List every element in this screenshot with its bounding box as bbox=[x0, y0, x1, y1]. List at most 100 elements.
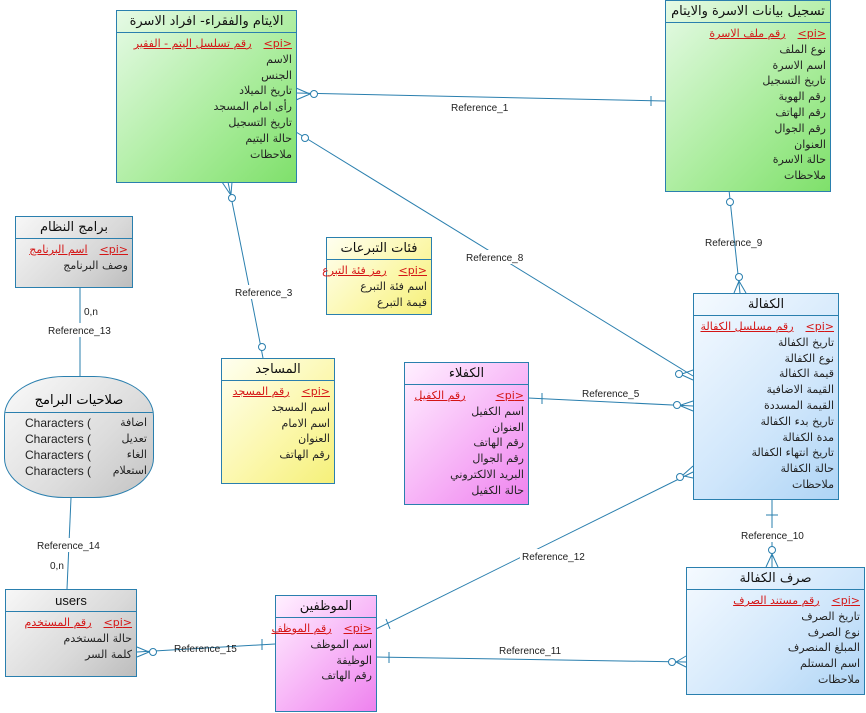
attribute: رقم الجوال bbox=[774, 121, 826, 135]
reference-12-label: Reference_12 bbox=[522, 552, 585, 563]
view-title: صلاحيات البرامج bbox=[5, 377, 153, 413]
view-row: Characters (استعلام bbox=[25, 464, 147, 478]
attribute: كلمة السر bbox=[85, 647, 132, 661]
entity-donation-categories[interactable]: فئات التبرعات رمز فئة التبرع<pi> اسم فئة… bbox=[322, 237, 432, 315]
view-program-permissions[interactable]: صلاحيات البرامج Characters (اضافة Charac… bbox=[4, 376, 154, 498]
attribute: ملاحظات bbox=[250, 147, 292, 161]
attribute: ملاحظات bbox=[784, 169, 826, 183]
attribute: العنوان bbox=[794, 137, 826, 151]
attribute: نوع الصرف bbox=[807, 625, 860, 639]
entity-disbursement[interactable]: صرف الكفالة رقم مستند الصرف<pi> تاريخ ال… bbox=[686, 567, 865, 695]
attribute: رقم الهاتف bbox=[473, 436, 524, 450]
reference-3-line[interactable] bbox=[221, 181, 266, 359]
attribute: قيمة التبرع bbox=[376, 295, 427, 309]
entity-title: تسجيل بيانات الاسرة والايتام bbox=[666, 1, 830, 23]
reference-1-label: Reference_1 bbox=[451, 103, 509, 114]
reference-14-cardinality: 0,n bbox=[50, 561, 64, 572]
entity-family[interactable]: تسجيل بيانات الاسرة والايتام رقم ملف الا… bbox=[665, 0, 831, 192]
attribute: مدة الكفالة bbox=[782, 430, 834, 444]
entity-orphans[interactable]: الايتام والفقراء- افراد الاسرة رقم تسلسل… bbox=[116, 10, 297, 183]
entity-sponsors[interactable]: الكفلاء رقم الكفيل<pi> اسم الكفيل العنوا… bbox=[404, 362, 529, 505]
entity-title: users bbox=[6, 590, 136, 612]
entity-title: المساجد bbox=[222, 359, 334, 381]
entity-title: الموظفين bbox=[276, 596, 376, 618]
primary-key-row: رقم ملف الاسرة<pi> bbox=[709, 27, 826, 40]
attribute: اسم الموظف bbox=[310, 637, 372, 651]
attribute: اسم الكفيل bbox=[471, 404, 524, 418]
entity-title: الكفلاء bbox=[405, 363, 528, 385]
entity-title: الكفالة bbox=[694, 294, 838, 316]
reference-3-label: Reference_3 bbox=[235, 288, 293, 299]
entity-title: صرف الكفالة bbox=[687, 568, 864, 590]
reference-11-line[interactable] bbox=[375, 652, 687, 668]
entity-mosques[interactable]: المساجد رقم المسجد<pi> اسم المسجد اسم ال… bbox=[221, 358, 335, 484]
attribute: رأى امام المسجد bbox=[213, 100, 292, 114]
reference-11-label: Reference_11 bbox=[499, 646, 562, 657]
view-row: Characters (الغاء bbox=[25, 448, 147, 462]
attribute: حالة اليتيم bbox=[245, 131, 292, 145]
attribute: رقم الهاتف bbox=[775, 105, 826, 119]
primary-key-row: رقم المسجد<pi> bbox=[232, 385, 330, 398]
attribute: اسم الاسرة bbox=[772, 58, 826, 72]
attribute: نوع الملف bbox=[779, 42, 826, 56]
reference-1-line[interactable] bbox=[295, 87, 666, 106]
attribute: قيمة الكفالة bbox=[779, 367, 834, 381]
primary-key-row: رمز فئة التبرع<pi> bbox=[322, 264, 427, 277]
reference-5-label: Reference_5 bbox=[582, 389, 640, 400]
attribute: رقم الهاتف bbox=[279, 448, 330, 462]
reference-9-line[interactable] bbox=[726, 189, 747, 294]
attribute: اسم فئة التبرع bbox=[360, 279, 427, 293]
attribute: اسم المسجد bbox=[271, 400, 330, 414]
attribute: العنوان bbox=[492, 420, 524, 434]
reference-10-label: Reference_10 bbox=[741, 531, 804, 542]
entity-employees[interactable]: الموظفين رقم الموظف<pi> اسم الموظف الوظي… bbox=[271, 595, 377, 712]
primary-key-row: رقم الكفيل<pi> bbox=[414, 389, 524, 402]
attribute: الجنس bbox=[261, 68, 292, 82]
attribute: حالة الاسرة bbox=[772, 153, 826, 167]
attribute: رقم الهوية bbox=[778, 90, 826, 104]
primary-key-row: رقم مسلسل الكفالة<pi> bbox=[700, 320, 834, 333]
primary-key-row: اسم البرنامج<pi> bbox=[29, 243, 128, 256]
reference-5-line[interactable] bbox=[527, 393, 694, 412]
attribute: القيمة المسددة bbox=[763, 398, 834, 412]
primary-key-row: رقم الموظف<pi> bbox=[271, 622, 372, 635]
attribute: الوظيفة bbox=[336, 653, 372, 667]
attribute: القيمة الاضافية bbox=[766, 383, 834, 397]
reference-15-line[interactable] bbox=[136, 639, 276, 658]
attribute: المبلغ المنصرف bbox=[787, 641, 860, 655]
attribute: وصف البرنامج bbox=[63, 258, 128, 272]
primary-key-row: رقم تسلسل اليتم - الفقير<pi> bbox=[133, 37, 292, 50]
attribute: تاريخ الميلاد bbox=[239, 84, 292, 98]
attribute: حالة الكفالة bbox=[780, 462, 834, 476]
entity-users[interactable]: users رقم المستخدم<pi> حالة المستخدم كلم… bbox=[5, 589, 137, 677]
reference-13-label: Reference_13 bbox=[48, 326, 111, 337]
primary-key-row: رقم مستند الصرف<pi> bbox=[733, 594, 860, 607]
attribute: تاريخ التسجيل bbox=[762, 74, 826, 88]
view-row: Characters (تعديل bbox=[25, 432, 147, 446]
attribute: ملاحظات bbox=[792, 477, 834, 491]
attribute: رقم الجوال bbox=[472, 452, 524, 466]
attribute: تاريخ الصرف bbox=[801, 609, 860, 623]
reference-15-label: Reference_15 bbox=[174, 644, 237, 655]
entity-title: الايتام والفقراء- افراد الاسرة bbox=[117, 11, 296, 33]
entity-title: برامج النظام bbox=[16, 217, 132, 239]
reference-9-label: Reference_9 bbox=[705, 238, 763, 249]
attribute: رقم الهاتف bbox=[321, 669, 372, 683]
view-row: Characters (اضافة bbox=[25, 416, 147, 430]
entity-programs[interactable]: برامج النظام اسم البرنامج<pi> وصف البرنا… bbox=[15, 216, 133, 288]
attribute: البريد الالكتروني bbox=[450, 467, 524, 481]
attribute: ملاحظات bbox=[818, 672, 860, 686]
attribute: تاريخ انتهاء الكفالة bbox=[751, 446, 834, 460]
attribute: اسم الامام bbox=[281, 416, 330, 430]
attribute: تاريخ التسجيل bbox=[228, 115, 292, 129]
primary-key-row: رقم المستخدم<pi> bbox=[24, 616, 132, 629]
attribute: حالة الكفيل bbox=[471, 483, 524, 497]
reference-14-label: Reference_14 bbox=[37, 541, 100, 552]
reference-13-cardinality: 0,n bbox=[84, 307, 98, 318]
attribute: حالة المستخدم bbox=[63, 631, 132, 645]
attribute: نوع الكفالة bbox=[784, 351, 834, 365]
attribute: العنوان bbox=[298, 432, 330, 446]
reference-8-label: Reference_8 bbox=[466, 253, 524, 264]
entity-sponsorship[interactable]: الكفالة رقم مسلسل الكفالة<pi> تاريخ الكف… bbox=[693, 293, 839, 500]
